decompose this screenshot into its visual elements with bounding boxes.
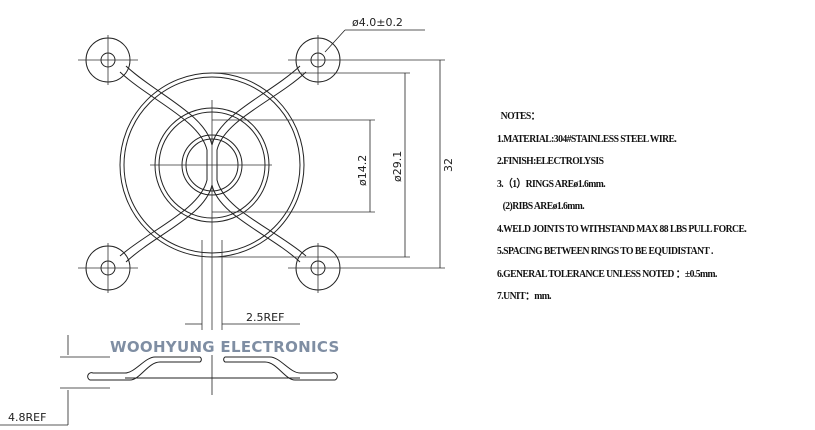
hole-diameter-label: ø4.0±0.2 — [352, 16, 403, 29]
watermark: WOOHYUNG ELECTRONICS — [110, 338, 340, 356]
height-label: 4.8REF — [8, 411, 46, 424]
note-item: 6.GENERAL TOLERANCE UNLESS NOTED ：±0.5mm… — [497, 268, 717, 280]
center-gap-label: 2.5REF — [246, 311, 284, 324]
note-item: 5.SPACING BETWEEN RINGS TO BE EQUIDISTAN… — [497, 246, 713, 257]
side-view — [87, 355, 338, 395]
note-item: 1.MATERIAL:304#STAINLESS STEEL WIRE. — [497, 133, 677, 145]
inner-ring-label: ø14.2 — [356, 155, 369, 186]
dimension-lines — [0, 29, 441, 426]
note-item: 4.WELD JOINTS TO WITHSTAND MAX 88 LBS PU… — [497, 223, 747, 235]
hole-spacing-label: 32 — [442, 158, 455, 172]
note-item: 3.（1）RINGS AREø1.6mm. — [497, 178, 606, 190]
note-item: (2)RIBS AREø1.6mm. — [497, 201, 585, 212]
top-view: ø4.0±0.2 32 ø29.1 ø14.2 2.5REF 4.8REF — [0, 16, 455, 426]
notes-block: NOTES： 1.MATERIAL:304#STAINLESS STEEL WI… — [497, 106, 747, 309]
ribs — [119, 65, 307, 263]
note-item: 2.FINISH:ELECTROLYSIS — [497, 156, 604, 167]
note-item: 7.UNIT：mm. — [497, 291, 552, 302]
outer-ring-label: ø29.1 — [391, 151, 404, 182]
notes-title: NOTES： — [500, 111, 541, 122]
